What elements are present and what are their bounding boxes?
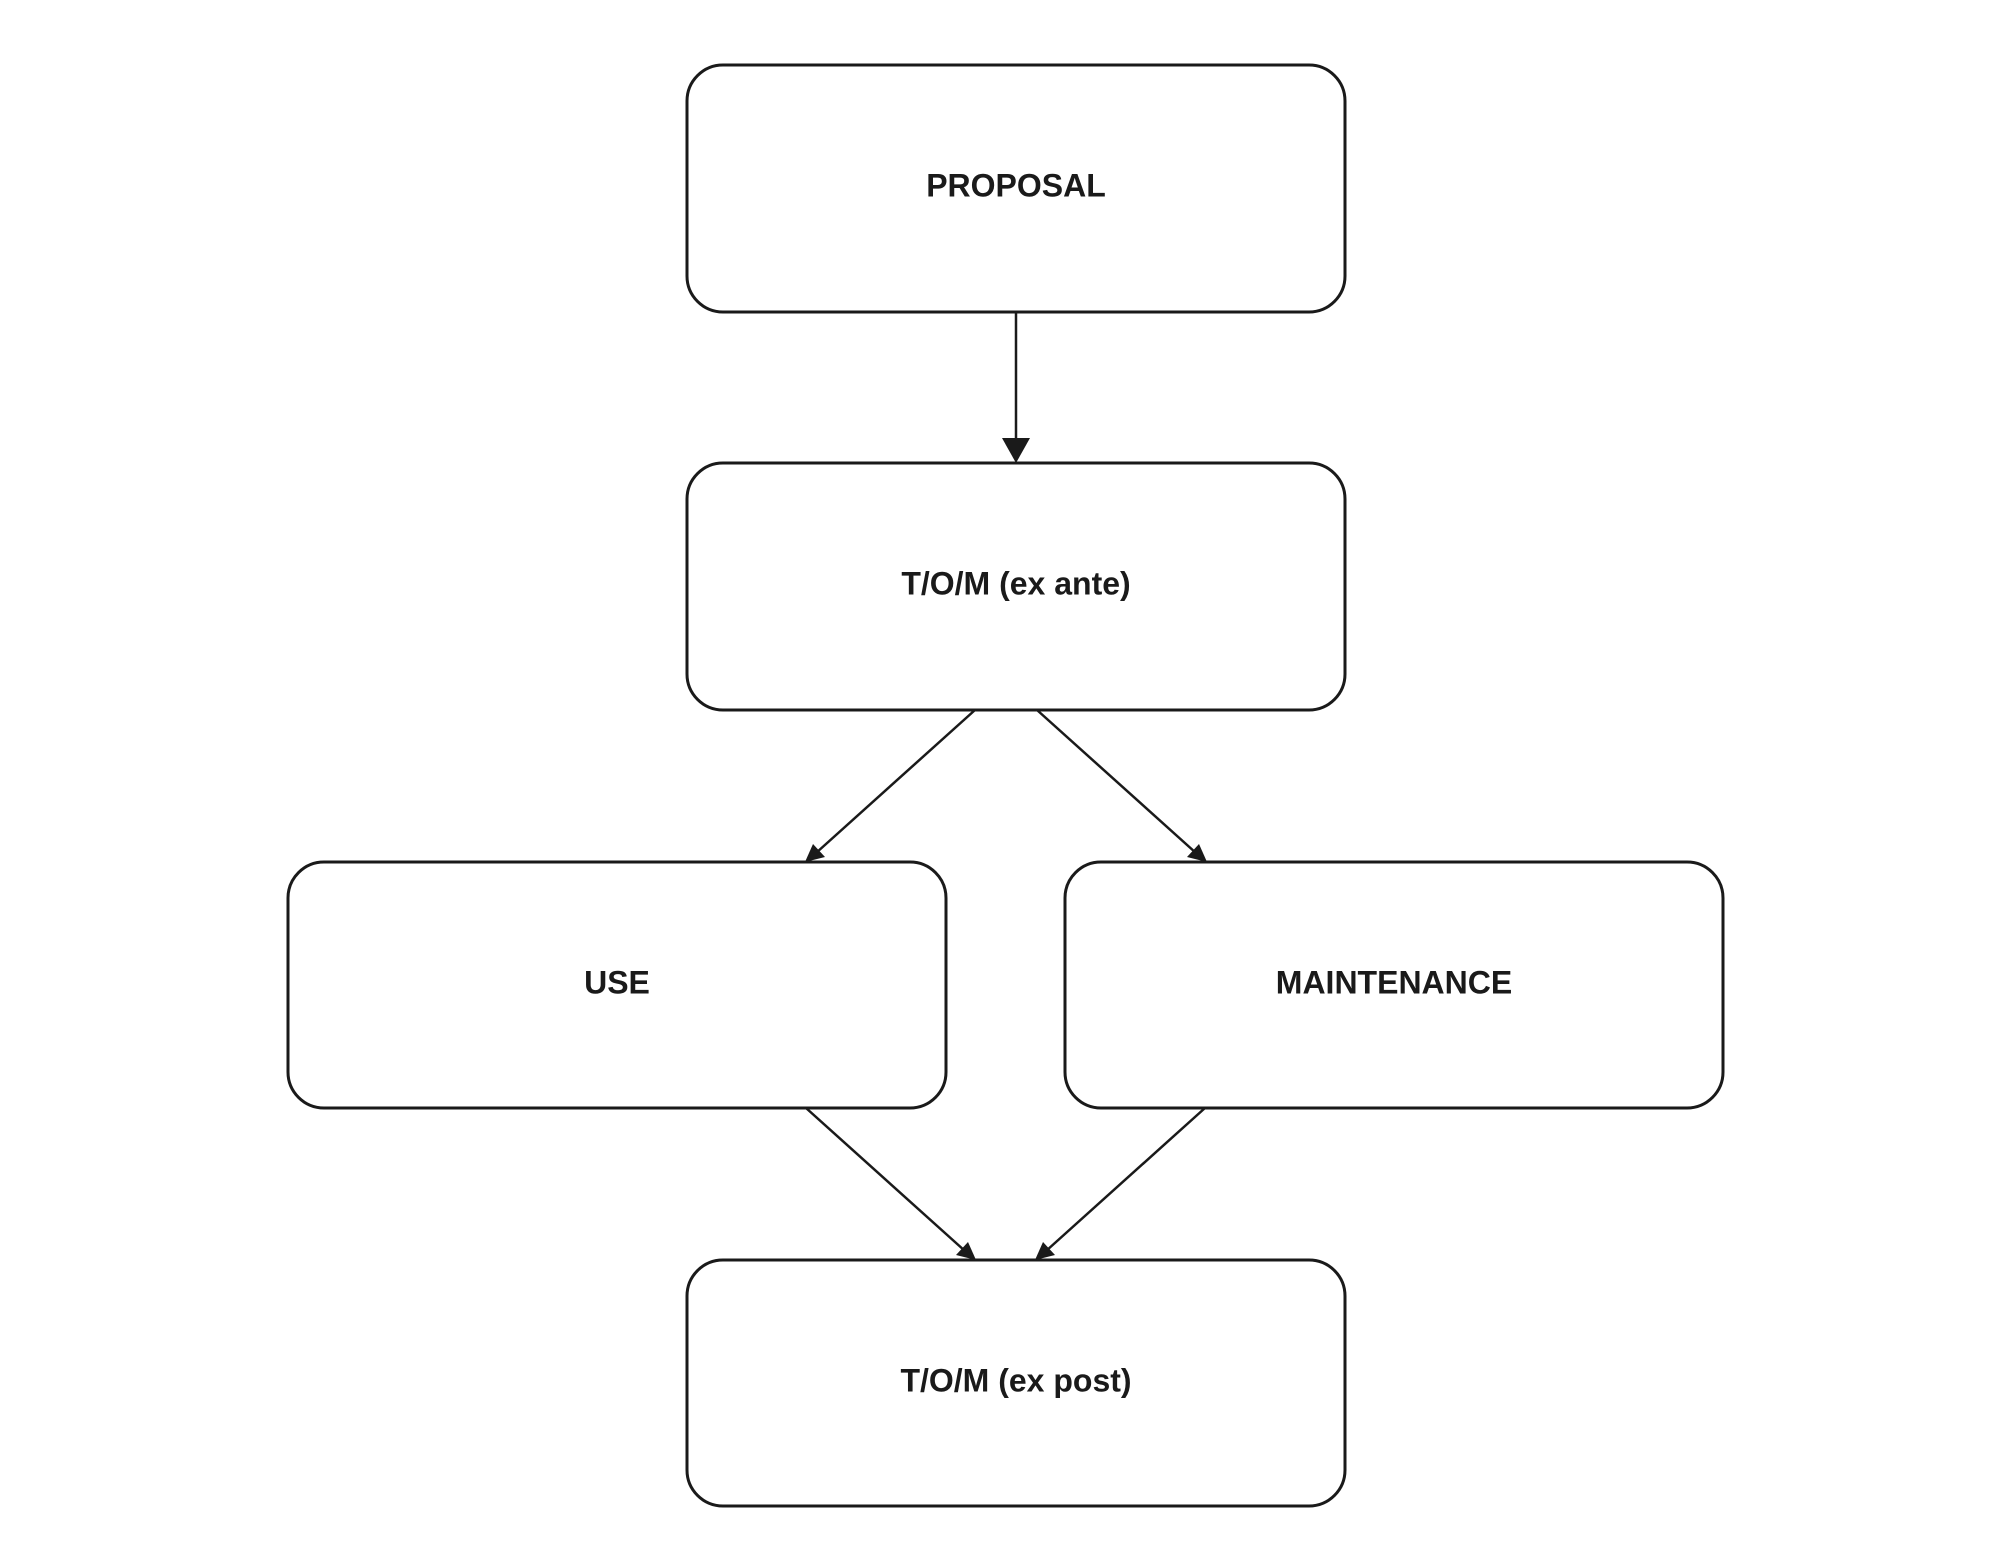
node-box <box>685 461 1347 712</box>
node-tom-ex-post: T/O/M (ex post) <box>685 1258 1347 1508</box>
node-label: PROPOSAL <box>926 167 1106 203</box>
edge-proposal-to-tom-ex-ante <box>1002 312 1030 463</box>
node-label: MAINTENANCE <box>1276 964 1512 1000</box>
node-maintenance: MAINTENANCE <box>1063 860 1725 1110</box>
arrow-head <box>1035 1242 1055 1260</box>
edge-use-to-tom-ex-post <box>805 1107 976 1260</box>
node-box <box>685 63 1347 314</box>
arrow-head <box>1187 844 1207 862</box>
edge-tom-ex-ante-to-maintenance <box>1036 709 1207 862</box>
node-box <box>286 860 948 1110</box>
node-label: T/O/M (ex ante) <box>901 565 1130 601</box>
edge-tom-ex-ante-to-use <box>805 709 976 862</box>
node-box <box>1063 860 1725 1110</box>
node-label: T/O/M (ex post) <box>900 1362 1131 1398</box>
node-proposal: PROPOSAL <box>685 63 1347 314</box>
node-label: USE <box>584 964 650 1000</box>
arrow-head <box>1002 438 1030 463</box>
edges <box>805 312 1207 1260</box>
node-box <box>685 1258 1347 1508</box>
node-tom-ex-ante: T/O/M (ex ante) <box>685 461 1347 712</box>
edge-maintenance-to-tom-ex-post <box>1035 1107 1206 1260</box>
arrow-head <box>956 1242 976 1260</box>
node-use: USE <box>286 860 948 1110</box>
arrow-head <box>805 844 825 862</box>
